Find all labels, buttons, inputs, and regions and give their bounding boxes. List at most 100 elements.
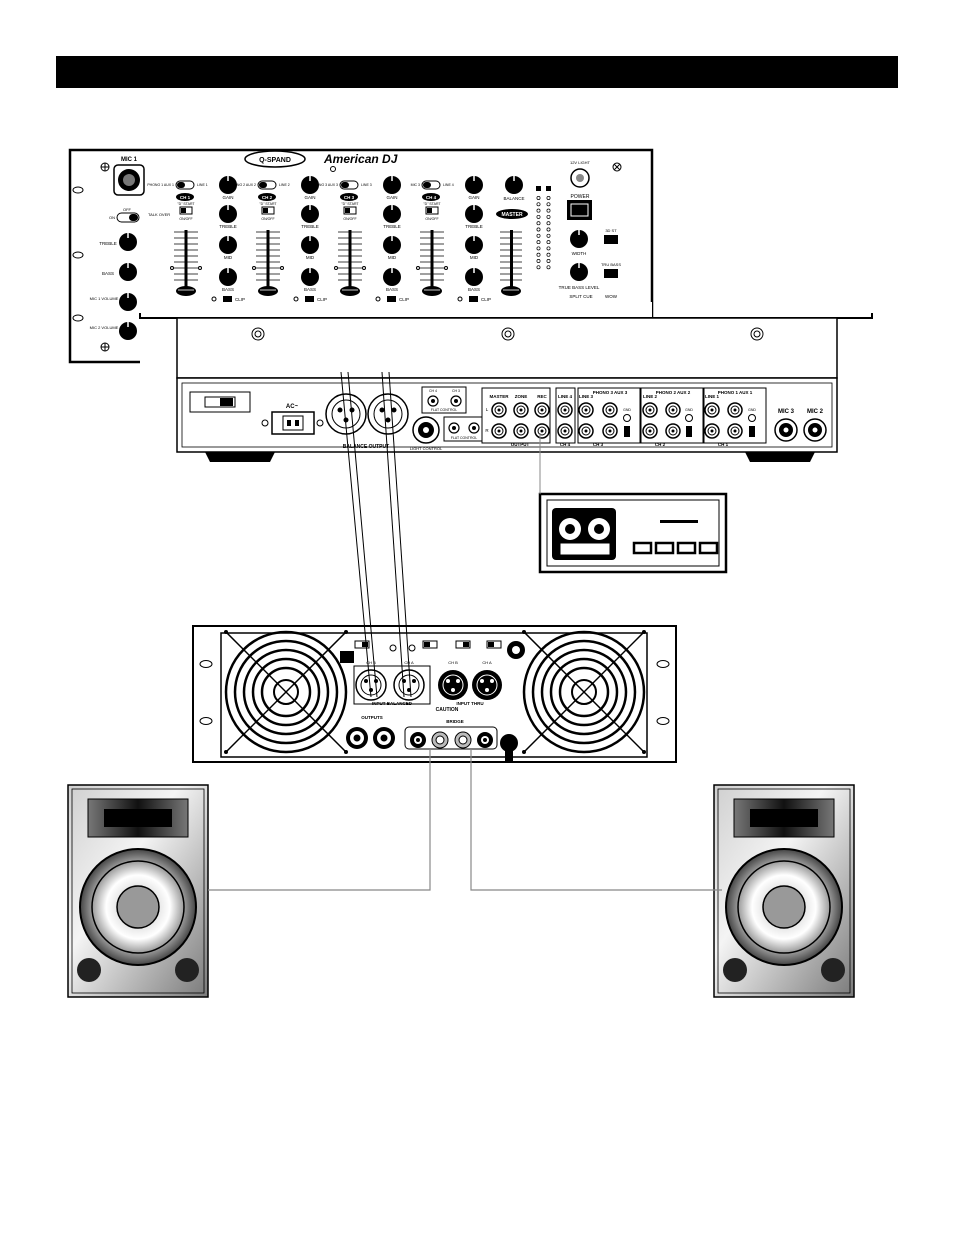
binding-post-red[interactable] (454, 731, 472, 749)
light-control-jack[interactable] (412, 416, 440, 444)
cue-button[interactable] (469, 296, 478, 302)
fader-start-switch-thumb (263, 208, 268, 213)
3d-st-label: 3D ST (605, 228, 617, 233)
input-rca-jack[interactable] (642, 423, 658, 439)
width-knob[interactable] (570, 230, 588, 248)
amp-ch-b-label: CH B (366, 660, 376, 665)
treble-knob[interactable] (119, 233, 137, 251)
input-rca-jack[interactable] (557, 423, 573, 439)
amp-thru-a-xlr[interactable] (472, 670, 502, 700)
input-rca-jack[interactable] (557, 402, 573, 418)
channel-fader[interactable] (252, 230, 284, 296)
gnd-terminal[interactable] (685, 414, 693, 422)
channel-fader[interactable] (334, 230, 366, 296)
balance-knob[interactable] (505, 176, 523, 194)
output-rca-jack[interactable] (534, 423, 550, 439)
bass-knob[interactable] (119, 263, 137, 281)
mid-knob[interactable] (219, 236, 237, 254)
gain-trim[interactable] (408, 644, 416, 652)
speaker-right (713, 784, 855, 998)
mic2-jack[interactable] (803, 418, 827, 442)
output-rca-jack[interactable] (491, 402, 507, 418)
phono-line-switch[interactable] (749, 426, 755, 437)
3d-st-button[interactable] (604, 235, 618, 244)
gnd-label: GND (748, 408, 756, 412)
master-fader[interactable] (500, 230, 522, 296)
input-rca-jack[interactable] (665, 402, 681, 418)
binding-post-black[interactable] (477, 732, 493, 748)
bass-knob[interactable] (301, 268, 319, 286)
cue-button[interactable] (305, 296, 314, 302)
treble-knob[interactable] (465, 205, 483, 223)
amp-speakon-out-a[interactable] (373, 727, 395, 749)
tru-bass-button[interactable] (604, 269, 618, 278)
phono-line-switch[interactable] (624, 426, 630, 437)
output-rca-jack[interactable] (534, 402, 550, 418)
transport-button[interactable] (654, 541, 675, 555)
gnd-terminal[interactable] (748, 414, 756, 422)
true-bass-level-knob[interactable] (570, 263, 588, 281)
amp-ground-switch[interactable] (340, 651, 354, 663)
phono-line-switch[interactable] (686, 426, 692, 437)
power-button[interactable] (567, 200, 592, 220)
input-rca-jack[interactable] (578, 423, 594, 439)
bass-port (821, 958, 845, 982)
flat-control-jack[interactable] (448, 422, 460, 434)
gain-knob[interactable] (383, 176, 401, 194)
channel-fader[interactable] (170, 230, 202, 296)
mic3-jack[interactable] (774, 418, 798, 442)
channel-fader[interactable] (416, 230, 448, 296)
mid-knob[interactable] (383, 236, 401, 254)
amp-speakon-out-b[interactable] (346, 727, 368, 749)
flat-control-jack[interactable] (450, 395, 462, 407)
output-rca-jack[interactable] (513, 402, 529, 418)
balanced-output-right-xlr[interactable] (367, 393, 409, 435)
gain-knob[interactable] (465, 176, 483, 194)
mid-knob[interactable] (465, 236, 483, 254)
cue-button[interactable] (223, 296, 232, 302)
treble-knob[interactable] (301, 205, 319, 223)
treble-knob[interactable] (219, 205, 237, 223)
binding-post-black[interactable] (410, 732, 426, 748)
input-rca-jack[interactable] (704, 423, 720, 439)
balanced-output-left-xlr[interactable] (325, 393, 367, 435)
gain-trim[interactable] (389, 644, 397, 652)
input-rca-jack[interactable] (727, 402, 743, 418)
input-rca-jack[interactable] (602, 423, 618, 439)
xlr-cable-right (381, 371, 405, 698)
input-rca-jack[interactable] (727, 423, 743, 439)
bass-port (77, 958, 101, 982)
gain-knob[interactable] (301, 176, 319, 194)
transport-button[interactable] (632, 541, 653, 555)
transport-button[interactable] (676, 541, 697, 555)
bass-knob[interactable] (219, 268, 237, 286)
cables (208, 371, 722, 891)
gnd-terminal[interactable] (623, 414, 631, 422)
mid-knob[interactable] (301, 236, 319, 254)
flat-control-jack[interactable] (468, 422, 480, 434)
gain-knob[interactable] (219, 176, 237, 194)
input-rca-jack[interactable] (704, 402, 720, 418)
input-rca-jack[interactable] (665, 423, 681, 439)
woofer-dustcap (116, 885, 160, 929)
treble-knob[interactable] (383, 205, 401, 223)
rack-slot (72, 314, 84, 322)
bass-knob[interactable] (383, 268, 401, 286)
output-rca-jack[interactable] (491, 423, 507, 439)
mic1-volume-knob[interactable] (119, 293, 137, 311)
woofer-dustcap (762, 885, 806, 929)
amp-thru-b-xlr[interactable] (438, 670, 468, 700)
mic2-volume-knob[interactable] (119, 322, 137, 340)
cassette-hub-right (594, 524, 604, 534)
binding-post-red[interactable] (431, 731, 449, 749)
output-rca-jack[interactable] (513, 423, 529, 439)
cue-button[interactable] (387, 296, 396, 302)
bass-knob[interactable] (465, 268, 483, 286)
flat-control-jack[interactable] (427, 395, 439, 407)
treble-label: TREBLE (99, 241, 117, 246)
input-rca-jack[interactable] (602, 402, 618, 418)
input-rca-jack[interactable] (642, 402, 658, 418)
input-rca-jack[interactable] (578, 402, 594, 418)
transport-button[interactable] (698, 541, 719, 555)
